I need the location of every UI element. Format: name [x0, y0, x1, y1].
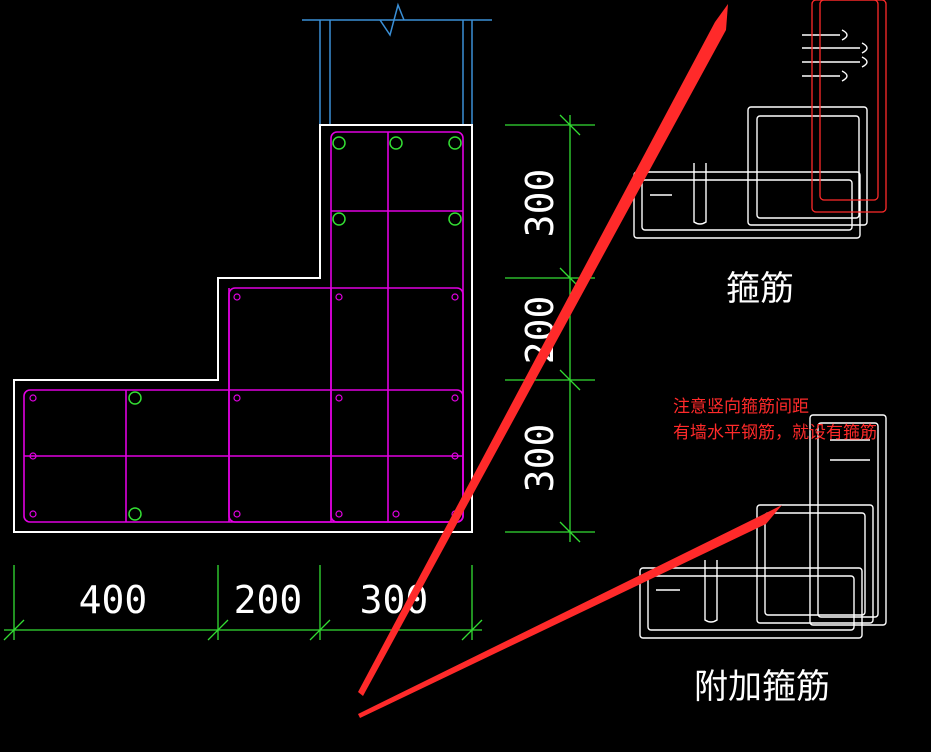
- note-line-2: 有墙水平钢筋，就设有箍筋: [673, 423, 877, 443]
- annotation-note: 注意竖向箍筋间距 有墙水平钢筋，就设有箍筋: [673, 394, 877, 446]
- stirrup-detail-bottom: [639, 414, 887, 639]
- stirrup-label: 箍筋: [726, 269, 794, 309]
- arrow-upper: [358, 4, 728, 696]
- arrow-lower: [358, 505, 782, 718]
- note-line-1: 注意竖向箍筋间距: [673, 397, 809, 417]
- corner-bars: [128, 136, 462, 521]
- vertical-dim-1: 300: [518, 169, 562, 238]
- stirrup-detail-top: [633, 29, 868, 239]
- rebar-dots: [29, 293, 459, 518]
- horizontal-dim-2: 200: [234, 578, 303, 622]
- vertical-dim-3: 300: [518, 424, 562, 493]
- horizontal-dimensions: [3, 565, 483, 641]
- stirrup-detail-red: [811, 0, 887, 213]
- stirrups: [23, 131, 464, 523]
- annotation-arrows: [358, 4, 782, 718]
- additional-stirrup-label: 附加箍筋: [694, 667, 830, 707]
- column-outline: [13, 124, 473, 533]
- wall-section: [302, 2, 492, 125]
- horizontal-dim-1: 400: [79, 578, 148, 622]
